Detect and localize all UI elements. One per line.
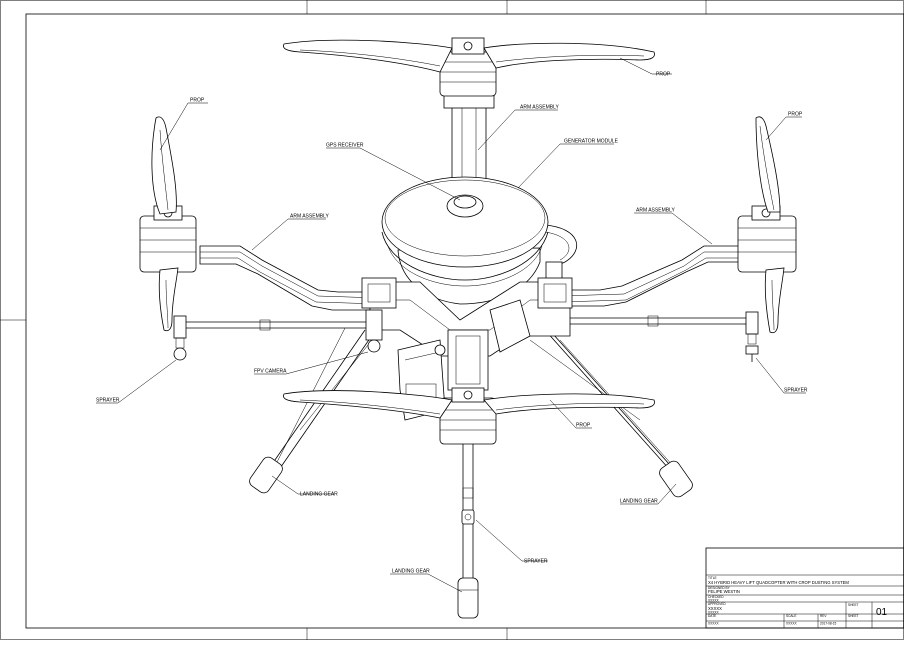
approved-value-2: XXXXX <box>708 611 720 615</box>
title-caption: TITLE <box>708 576 717 580</box>
motor-left <box>139 205 197 273</box>
spray-boom <box>173 311 759 362</box>
approved-value: XXXXX <box>708 606 722 611</box>
label-sprayer-left: SPRAYER <box>96 398 120 404</box>
motor-right <box>737 205 797 273</box>
label-prop-right: PROP <box>788 112 803 118</box>
label-landing-gear-left: LANDING GEAR <box>300 492 338 498</box>
label-generator-module: GENERATOR MODULE <box>564 139 619 145</box>
approved-caption: APPROVED <box>708 602 726 606</box>
leader-lines <box>96 57 806 593</box>
motor-top <box>439 37 497 97</box>
landing-gear-assembly <box>249 327 693 619</box>
label-gps-receiver: GPS RECEIVER <box>326 143 364 149</box>
scale-caption: SCALE <box>786 614 796 618</box>
callout-labels: PROP ARM ASSEMBLY GENERATOR MODULE GPS R… <box>96 72 808 575</box>
label-arm-assembly-left: ARM ASSEMBLY <box>290 214 329 220</box>
generator-module <box>381 176 578 305</box>
label-landing-gear-bottom: LANDING GEAR <box>392 569 430 575</box>
prop-left <box>151 116 179 332</box>
revision-date: 2017-08-15 <box>820 622 837 626</box>
drawn-by: FELIPE WESTIN <box>708 589 740 594</box>
date-value: XXXXX <box>708 622 720 626</box>
arm-left <box>199 245 381 311</box>
label-prop-left: PROP <box>190 98 205 104</box>
date-caption: DATE <box>708 614 716 618</box>
drawn-caption: DESIGNED BY <box>708 586 731 590</box>
checked-caption: CHECKED <box>708 595 724 599</box>
prop-top <box>283 39 655 73</box>
arm-right <box>559 245 745 307</box>
checked-value: XXXXX <box>708 599 720 603</box>
title-block: TITLE X4 HYBRID HEAVY LIFT QUADCOPTER WI… <box>705 547 904 629</box>
label-arm-assembly-top: ARM ASSEMBLY <box>520 105 559 111</box>
sheet-caption: SHEET <box>848 603 859 607</box>
rev-caption: REV <box>820 614 827 618</box>
motor-bottom <box>439 387 497 445</box>
scale-value: XXXXX <box>786 622 798 626</box>
drawing-title: X4 HYBRID HEAVY LIFT QUADCOPTER WITH CRO… <box>708 580 849 585</box>
label-prop-top: PROP <box>656 72 671 78</box>
prop-right <box>755 116 785 334</box>
label-fpv-camera: FPV CAMERA <box>254 369 287 375</box>
label-sprayer-right: SPRAYER <box>784 388 808 394</box>
label-landing-gear-right: LANDING GEAR <box>620 499 658 505</box>
label-sprayer-bottom: SPRAYER <box>524 559 548 565</box>
prop-bottom <box>283 390 655 419</box>
sheet-number: 01 <box>876 607 888 618</box>
label-arm-assembly-right: ARM ASSEMBLY <box>636 208 675 214</box>
label-prop-bottom: PROP <box>576 423 591 429</box>
sheet-caption-2: SHEET <box>848 614 859 618</box>
